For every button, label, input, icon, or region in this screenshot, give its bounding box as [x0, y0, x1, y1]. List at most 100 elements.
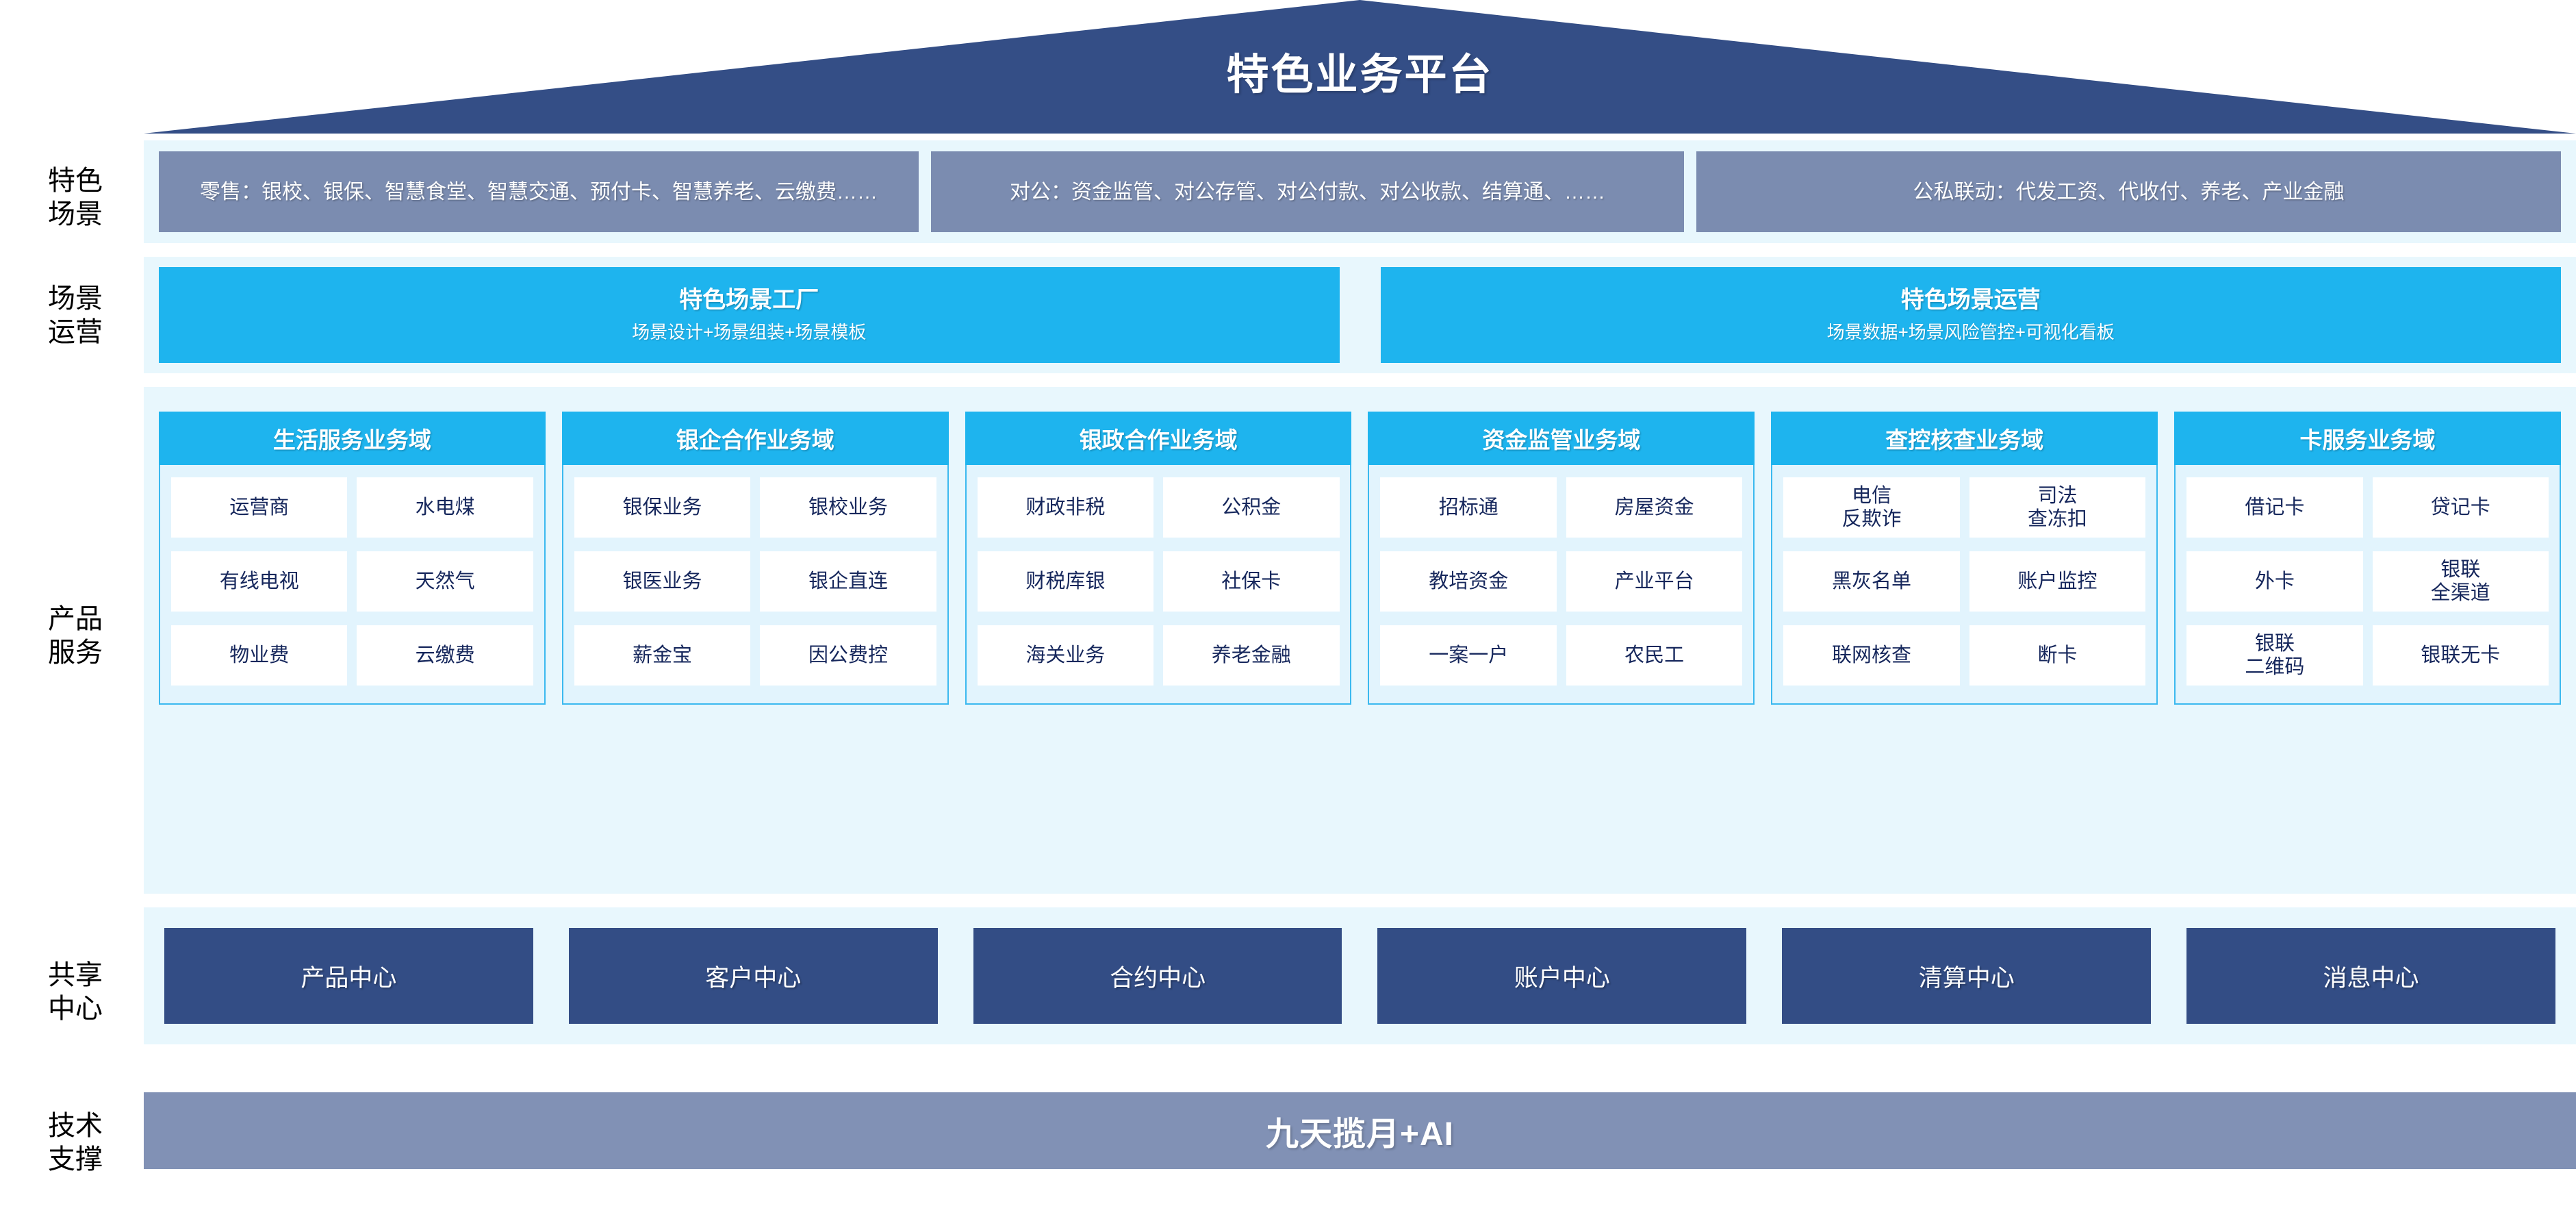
domain-card-row: 物业费云缴费	[171, 625, 533, 686]
domain-item[interactable]: 有线电视	[171, 551, 348, 612]
domain-card-title[interactable]: 银企合作业务域	[561, 412, 949, 465]
domain-item[interactable]: 账户监控	[1969, 551, 2146, 612]
domain-card-row: 运营商水电煤	[171, 477, 533, 538]
domain-card: 银企合作业务域银保业务银校业务银医业务银企直连薪金宝因公费控	[561, 412, 949, 705]
domain-card-row: 外卡银联全渠道	[2186, 551, 2549, 612]
domain-item[interactable]: 教培资金	[1380, 551, 1557, 612]
domain-item[interactable]: 借记卡	[2186, 477, 2363, 538]
domain-item[interactable]: 云缴费	[357, 625, 533, 686]
shared-center-box[interactable]: 产品中心	[164, 928, 533, 1024]
domain-card: 资金监管业务域招标通房屋资金教培资金产业平台一案一户农民工	[1368, 412, 1755, 705]
domain-card-title[interactable]: 查控核查业务域	[1771, 412, 2158, 465]
domain-item[interactable]: 海关业务	[977, 625, 1154, 686]
domain-item[interactable]: 银联全渠道	[2372, 551, 2549, 612]
operations-box-scene-factory[interactable]: 特色场景工厂 场景设计+场景组装+场景模板	[159, 267, 1340, 363]
domain-card-row: 教培资金产业平台	[1380, 551, 1743, 612]
domain-card-row: 一案一户农民工	[1380, 625, 1743, 686]
domain-item[interactable]: 运营商	[171, 477, 348, 538]
operations-title-scene-operation: 特色场景运营	[1900, 287, 2041, 313]
domain-item[interactable]: 银校业务	[760, 477, 936, 538]
domain-card-row: 财政非税公积金	[977, 477, 1340, 538]
scene-box-retail[interactable]: 零售：银校、银保、智慧食堂、智慧交通、预付卡、智慧养老、云缴费……	[159, 151, 919, 232]
domain-card-title[interactable]: 卡服务业务域	[2174, 412, 2561, 465]
operations-title-scene-factory: 特色场景工厂	[679, 287, 819, 313]
domain-item[interactable]: 断卡	[1969, 625, 2146, 686]
row-label-shared-line1: 共享	[48, 960, 103, 990]
domain-card-title[interactable]: 生活服务业务域	[159, 412, 546, 465]
domain-card-row: 招标通房屋资金	[1380, 477, 1743, 538]
domain-item[interactable]: 天然气	[357, 551, 533, 612]
shared-center-box[interactable]: 清算中心	[1782, 928, 2152, 1024]
domain-card-body: 招标通房屋资金教培资金产业平台一案一户农民工	[1368, 465, 1755, 705]
row-label-operations-line1: 场景	[48, 284, 103, 314]
domain-card-row: 银保业务银校业务	[574, 477, 936, 538]
domain-card: 生活服务业务域运营商水电煤有线电视天然气物业费云缴费	[159, 412, 546, 705]
domain-item[interactable]: 银联无卡	[2372, 625, 2549, 686]
domain-card-row: 海关业务养老金融	[977, 625, 1340, 686]
shared-center-box[interactable]: 合约中心	[973, 928, 1342, 1024]
operations-band: 特色场景工厂 场景设计+场景组装+场景模板 特色场景运营 场景数据+场景风险管控…	[144, 257, 2576, 373]
operations-box-scene-operation[interactable]: 特色场景运营 场景数据+场景风险管控+可视化看板	[1380, 267, 2561, 363]
domain-item[interactable]: 养老金融	[1163, 625, 1340, 686]
domain-item[interactable]: 薪金宝	[574, 625, 751, 686]
tech-support-band: 九天揽月+AI	[144, 1092, 2576, 1169]
domain-item[interactable]: 农民工	[1566, 625, 1743, 686]
domain-item[interactable]: 一案一户	[1380, 625, 1557, 686]
domain-card-body: 财政非税公积金财税库银社保卡海关业务养老金融	[965, 465, 1352, 705]
domain-item[interactable]: 财税库银	[977, 551, 1154, 612]
domain-item[interactable]: 房屋资金	[1566, 477, 1743, 538]
row-label-scene: 特色 场景	[21, 164, 130, 231]
tech-support-label: 九天揽月+AI	[1265, 1116, 1455, 1153]
domain-card: 卡服务业务域借记卡贷记卡外卡银联全渠道银联二维码银联无卡	[2174, 412, 2561, 705]
shared-center-box[interactable]: 账户中心	[1377, 928, 1747, 1024]
domain-item[interactable]: 因公费控	[760, 625, 936, 686]
domain-card-row: 银联二维码银联无卡	[2186, 625, 2549, 686]
domain-item[interactable]: 公积金	[1163, 477, 1340, 538]
domain-card-body: 电信反欺诈司法查冻扣黑灰名单账户监控联网核查断卡	[1771, 465, 2158, 705]
domain-item[interactable]: 产业平台	[1566, 551, 1743, 612]
domain-card-title[interactable]: 银政合作业务域	[965, 412, 1352, 465]
shared-center-box[interactable]: 消息中心	[2186, 928, 2555, 1024]
row-label-product-line2: 服务	[48, 638, 103, 668]
domain-card-body: 运营商水电煤有线电视天然气物业费云缴费	[159, 465, 546, 705]
domain-card-row: 薪金宝因公费控	[574, 625, 936, 686]
domain-item[interactable]: 招标通	[1380, 477, 1557, 538]
domain-item[interactable]: 银医业务	[574, 551, 751, 612]
row-label-scene-line2: 场景	[48, 199, 103, 229]
row-label-operations-line2: 运营	[48, 317, 103, 347]
domain-item[interactable]: 银企直连	[760, 551, 936, 612]
row-label-tech-support: 技术 支撑	[21, 1109, 130, 1177]
row-label-product-line1: 产品	[48, 604, 103, 634]
domain-card-row: 黑灰名单账户监控	[1783, 551, 2146, 612]
domain-item[interactable]: 水电煤	[357, 477, 533, 538]
row-label-operations: 场景 运营	[21, 282, 130, 349]
domain-card-row: 财税库银社保卡	[977, 551, 1340, 612]
domain-card: 查控核查业务域电信反欺诈司法查冻扣黑灰名单账户监控联网核查断卡	[1771, 412, 2158, 705]
shared-center-box[interactable]: 客户中心	[568, 928, 938, 1024]
scene-box-public-private[interactable]: 公私联动：代发工资、代收付、养老、产业金融	[1696, 151, 2561, 232]
domain-card-row: 电信反欺诈司法查冻扣	[1783, 477, 2146, 538]
domain-item[interactable]: 银保业务	[574, 477, 751, 538]
domain-item[interactable]: 联网核查	[1783, 625, 1960, 686]
domain-item[interactable]: 财政非税	[977, 477, 1154, 538]
domain-item[interactable]: 贷记卡	[2372, 477, 2549, 538]
scene-band: 零售：银校、银保、智慧食堂、智慧交通、预付卡、智慧养老、云缴费…… 对公：资金监…	[144, 140, 2576, 243]
domain-item[interactable]: 黑灰名单	[1783, 551, 1960, 612]
domain-item[interactable]: 社保卡	[1163, 551, 1340, 612]
row-label-product-service: 产品 服务	[21, 603, 130, 670]
shared-center-list: 产品中心客户中心合约中心账户中心清算中心消息中心	[144, 907, 2576, 1044]
row-label-scene-line1: 特色	[48, 166, 103, 196]
row-label-shared-center: 共享 中心	[21, 959, 130, 1026]
domain-item[interactable]: 物业费	[171, 625, 348, 686]
row-label-shared-line2: 中心	[48, 994, 103, 1024]
domain-card-row: 银医业务银企直连	[574, 551, 936, 612]
domain-item[interactable]: 电信反欺诈	[1783, 477, 1960, 538]
row-label-tech-line1: 技术	[48, 1111, 103, 1141]
domain-card-title[interactable]: 资金监管业务域	[1368, 412, 1755, 465]
domain-item[interactable]: 外卡	[2186, 551, 2363, 612]
domain-card-list: 生活服务业务域运营商水电煤有线电视天然气物业费云缴费银企合作业务域银保业务银校业…	[144, 387, 2576, 894]
domain-card-row: 借记卡贷记卡	[2186, 477, 2549, 538]
domain-item[interactable]: 银联二维码	[2186, 625, 2363, 686]
domain-item[interactable]: 司法查冻扣	[1969, 477, 2146, 538]
scene-box-corporate[interactable]: 对公：资金监管、对公存管、对公付款、对公收款、结算通、……	[931, 151, 1684, 232]
